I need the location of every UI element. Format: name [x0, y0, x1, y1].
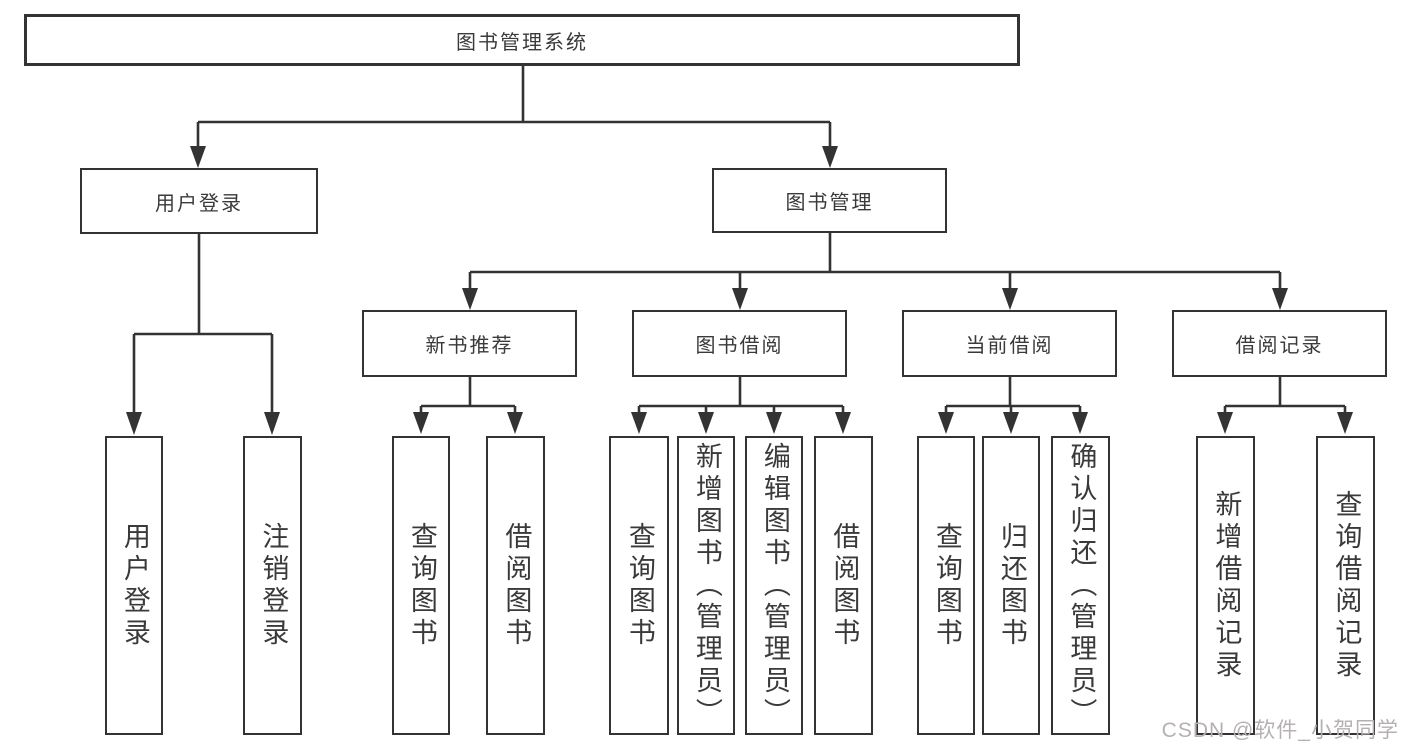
connector-book-borrowing-children [631, 377, 851, 434]
node-label: 查询借阅记录 [1331, 489, 1362, 682]
node-label: 借阅图书 [829, 521, 860, 650]
node-label: 查询图书 [624, 521, 655, 650]
node-label: 确认归还（管理员） [1066, 441, 1097, 730]
node-label: 当前借阅 [965, 335, 1054, 357]
leaf-add-borrow-record: 新增借阅记录 [1196, 436, 1255, 735]
node-label: 编辑图书（管理员） [759, 441, 790, 730]
connector-borrow-records-children [1217, 377, 1353, 434]
node-book-management: 图书管理 [712, 168, 947, 233]
node-label: 图书管理 [785, 192, 874, 214]
node-user-login: 用户登录 [80, 168, 318, 234]
node-current-borrowing: 当前借阅 [902, 310, 1117, 377]
leaf-query-books-borrowing: 查询图书 [609, 436, 669, 735]
node-label: 图书借阅 [695, 335, 784, 357]
leaf-borrow-books-recommend: 借阅图书 [486, 436, 545, 735]
node-label: 用户登录 [119, 521, 150, 650]
connector-current-borrowing-children [938, 377, 1088, 434]
leaf-query-books-current: 查询图书 [917, 436, 975, 735]
connector-book-management-children [462, 233, 1288, 310]
node-borrow-records: 借阅记录 [1172, 310, 1387, 377]
node-label: 查询图书 [406, 521, 437, 650]
node-label: 图书管理系统 [456, 31, 588, 54]
node-library-management-system: 图书管理系统 [24, 14, 1020, 66]
leaf-query-borrow-record: 查询借阅记录 [1316, 436, 1375, 735]
csdn-watermark: CSDN @软件_小贺同学 [1161, 719, 1399, 742]
leaf-return-books: 归还图书 [982, 436, 1040, 735]
leaf-logout: 注销登录 [243, 436, 302, 735]
node-label: 查询图书 [931, 521, 962, 650]
connector-user-login-children [126, 234, 280, 435]
connector-root-to-level2 [190, 66, 838, 168]
leaf-edit-book-admin: 编辑图书（管理员） [745, 436, 803, 735]
leaf-user-login: 用户登录 [105, 436, 163, 735]
node-label: 新书推荐 [425, 335, 514, 357]
leaf-confirm-return-admin: 确认归还（管理员） [1051, 436, 1110, 735]
node-label: 用户登录 [155, 192, 243, 215]
leaf-borrow-books-borrowing: 借阅图书 [814, 436, 873, 735]
node-label: 借阅记录 [1235, 335, 1324, 357]
node-label: 借阅图书 [501, 521, 532, 650]
connector-new-book-children [413, 377, 523, 434]
node-label: 新增借阅记录 [1211, 489, 1242, 682]
node-new-book-recommend: 新书推荐 [362, 310, 577, 377]
node-label: 新增图书（管理员） [691, 441, 722, 730]
leaf-query-books-recommend: 查询图书 [392, 436, 450, 735]
node-label: 注销登录 [258, 521, 289, 650]
node-book-borrowing: 图书借阅 [632, 310, 847, 377]
leaf-add-book-admin: 新增图书（管理员） [677, 436, 735, 735]
node-label: 归还图书 [996, 521, 1027, 650]
